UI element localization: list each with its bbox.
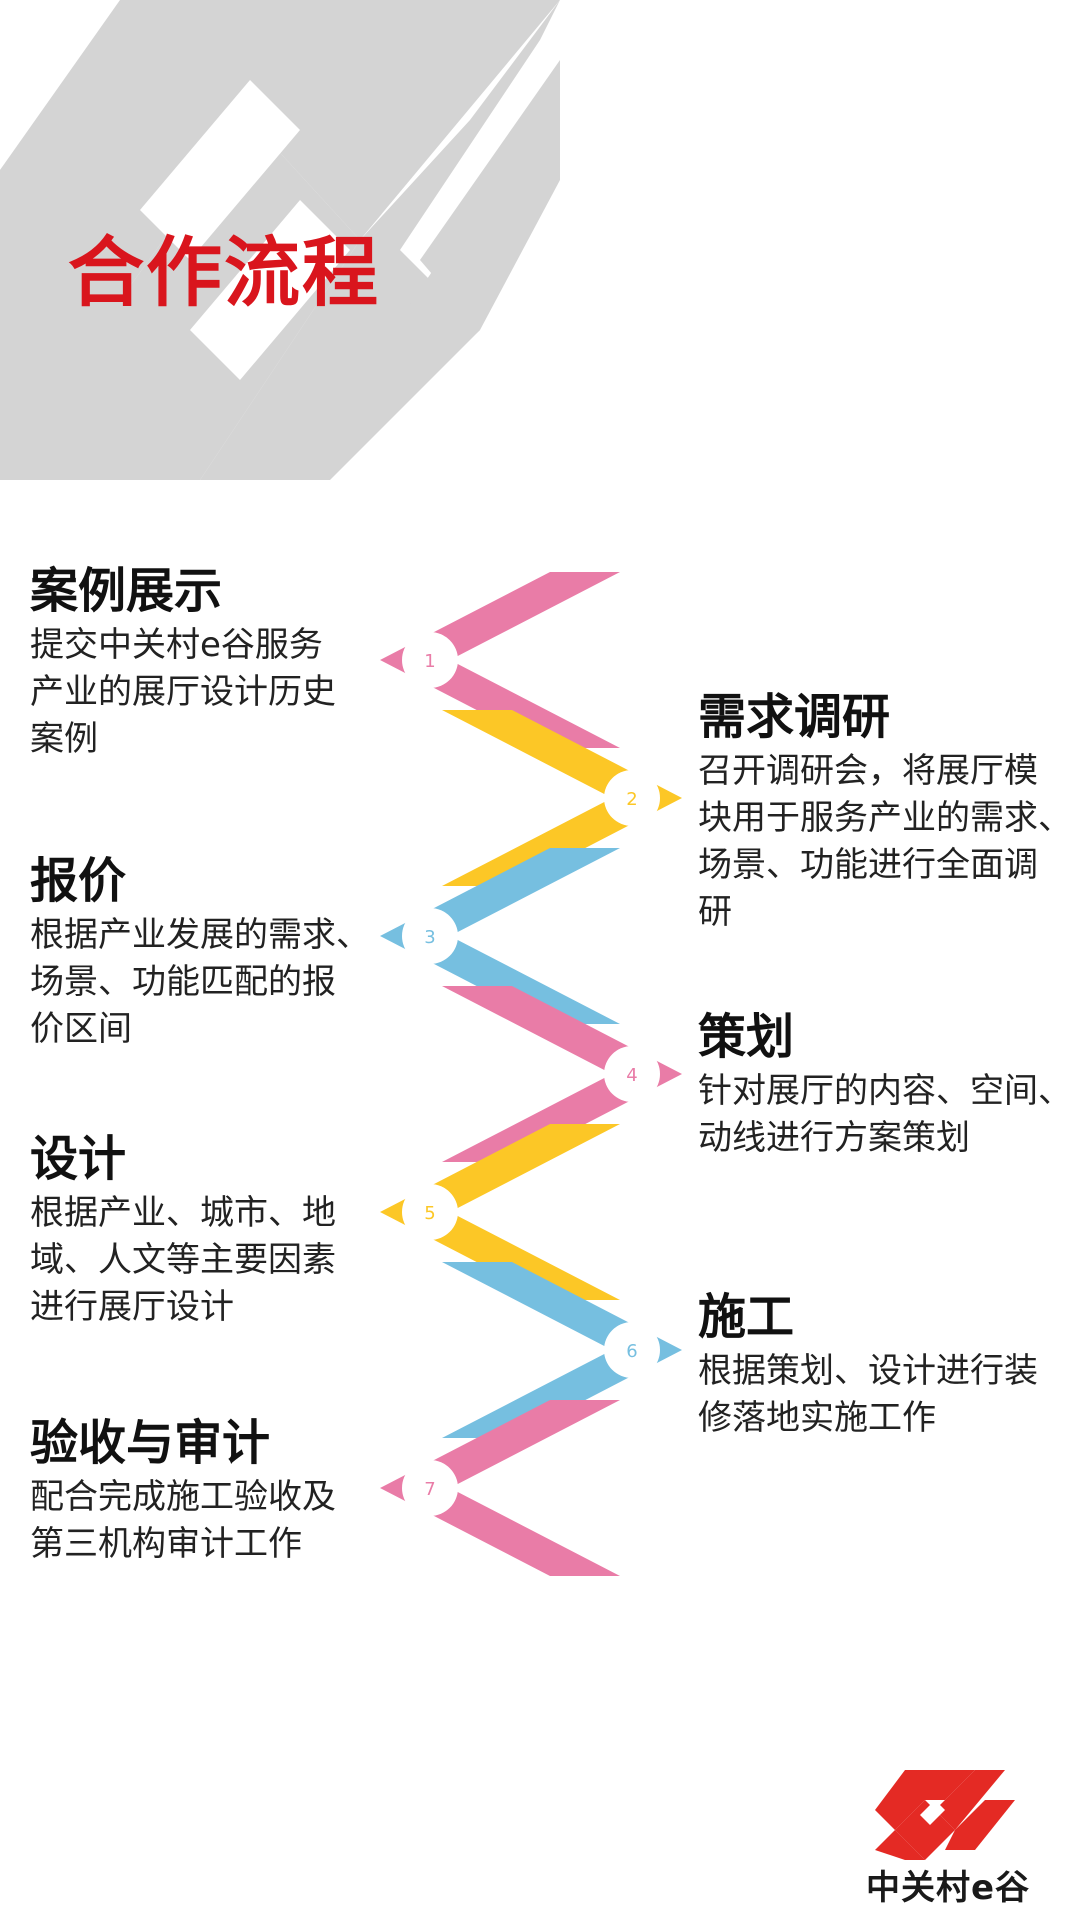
step-block-4: 策划针对展厅的内容、空间、动线进行方案策划	[698, 1006, 1072, 1162]
step-desc-line: 案例	[30, 719, 98, 759]
step-block-3: 报价根据产业发展的需求、场景、功能匹配的报价区间	[30, 850, 370, 1053]
step-number-3: 3	[424, 927, 435, 948]
step-number-6: 6	[626, 1341, 637, 1362]
step-desc-line: 根据产业发展的需求、	[30, 915, 370, 955]
step-title: 案例展示	[30, 563, 223, 619]
step-number-circle-7	[402, 1460, 458, 1516]
step-desc-line: 第三机构审计工作	[30, 1524, 302, 1564]
step-number-2: 2	[626, 789, 637, 810]
step-title: 设计	[30, 1131, 127, 1187]
step-desc-line: 域、人文等主要因素	[30, 1240, 336, 1280]
step-block-5: 设计根据产业、城市、地域、人文等主要因素进行展厅设计	[30, 1128, 370, 1331]
step-desc-line: 研	[698, 892, 732, 932]
step-desc-line: 修落地实施工作	[698, 1398, 936, 1438]
step-number-circle-5	[402, 1184, 458, 1240]
step-number-5: 5	[424, 1203, 435, 1224]
step-block-2: 需求调研召开调研会，将展厅模块用于服务产业的需求、场景、功能进行全面调研	[698, 686, 1072, 936]
step-block-6: 施工根据策划、设计进行装修落地实施工作	[698, 1286, 1072, 1442]
brand-name: 中关村e谷	[866, 1868, 1031, 1908]
step-desc-line: 场景、功能匹配的报	[30, 962, 336, 1002]
step-desc-line: 根据产业、城市、地	[30, 1193, 336, 1233]
step-block-1: 案例展示提交中关村e谷服务产业的展厅设计历史案例	[30, 560, 370, 763]
step-number-circle-1	[402, 632, 458, 688]
step-block-7: 验收与审计配合完成施工验收及第三机构审计工作	[30, 1412, 370, 1568]
step-desc-line: 提交中关村e谷服务	[30, 625, 323, 665]
step-desc-line: 召开调研会，将展厅模	[698, 751, 1038, 791]
step-title: 策划	[698, 1009, 795, 1065]
step-desc-line: 产业的展厅设计历史	[30, 672, 336, 712]
step-title: 验收与审计	[30, 1415, 271, 1471]
step-desc-line: 场景、功能进行全面调	[698, 845, 1038, 885]
step-desc-line: 进行展厅设计	[30, 1287, 234, 1327]
step-number-4: 4	[626, 1065, 637, 1086]
page-title: 合作流程	[68, 228, 380, 317]
step-title: 施工	[698, 1289, 795, 1345]
step-desc-line: 针对展厅的内容、空间、	[698, 1071, 1072, 1111]
step-number-circle-6	[604, 1322, 660, 1378]
step-number-circle-2	[604, 770, 660, 826]
step-desc-line: 根据策划、设计进行装	[698, 1351, 1038, 1391]
footer-logo-icon	[875, 1770, 1015, 1860]
step-desc-line: 配合完成施工验收及	[30, 1477, 336, 1517]
step-number-7: 7	[424, 1479, 435, 1500]
step-desc-line: 块用于服务产业的需求、	[698, 798, 1072, 838]
step-number-1: 1	[424, 651, 435, 672]
step-number-circle-3	[402, 908, 458, 964]
step-title: 报价	[30, 853, 127, 909]
step-title: 需求调研	[698, 689, 891, 745]
step-desc-line: 动线进行方案策划	[698, 1118, 970, 1158]
step-number-circle-4	[604, 1046, 660, 1102]
step-desc-line: 价区间	[30, 1009, 132, 1049]
